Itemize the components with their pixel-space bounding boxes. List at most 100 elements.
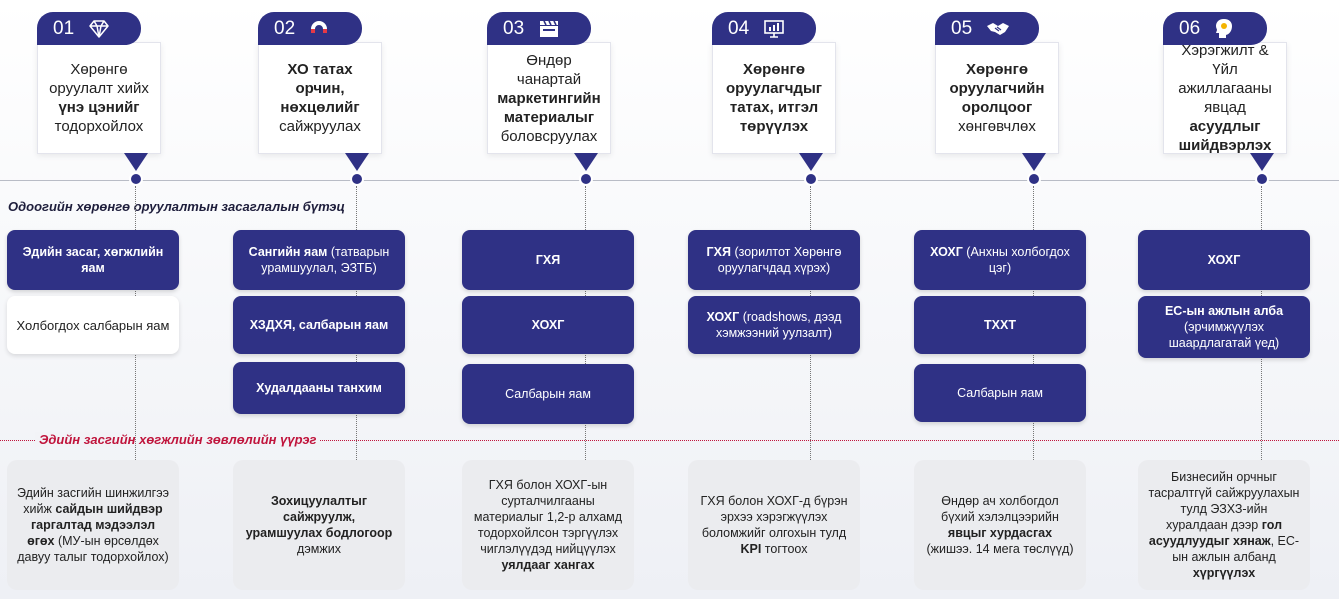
agency-label: Салбарын яам (505, 386, 591, 402)
text-run: ГХЯ (706, 245, 731, 259)
text-run: ХОХГ (531, 318, 565, 332)
council-role-box: Бизнесийн орчныг тасралтгүй сайжруулахын… (1138, 460, 1310, 590)
agency-box: Салбарын яам (462, 364, 634, 424)
text-run: (МУ-ын өрсөлдөх давуу талыг тодорхойлох) (17, 534, 169, 564)
text-run: Эдийн засаг, хөгжлийн яам (22, 245, 164, 275)
agency-box: ТХХТ (914, 296, 1086, 354)
text-run: Өндөр чанартай (516, 51, 582, 88)
text-run: KPI (740, 542, 762, 556)
agency-label: Холбогдох салбарын яам (17, 317, 170, 334)
council-role-text: ГХЯ болон ХОХГ-ын сурталчилгааны материа… (472, 477, 624, 573)
text-run: Сангийн яам (248, 245, 328, 259)
step-title: Хэрэгжилт & Үйл ажиллагааны явцад асуудл… (1170, 41, 1280, 155)
step-column-01: Хөрөнгө оруулалт хийх үнэ цэнийг тодорхо… (37, 0, 197, 599)
timeline-dot (804, 172, 818, 186)
agency-label: ГХЯ (зорилтот Хөрөнгө оруулагчдад хүрэх) (696, 244, 852, 276)
text-run: ХО татах орчин, нөхцөлийг (280, 61, 360, 116)
agency-box: ГХЯ (462, 230, 634, 290)
step-title: Өндөр чанартай маркетингийн материалыг б… (494, 51, 604, 146)
pointer-arrow (574, 153, 598, 171)
agency-label: ХОХГ (1208, 252, 1241, 268)
step-tab: 06 (1163, 12, 1267, 45)
text-run: ЕС-ын ажлын алба (1164, 304, 1284, 318)
pointer-arrow (799, 153, 823, 171)
agency-label: ТХХТ (984, 317, 1016, 333)
agency-label: Салбарын яам (957, 385, 1043, 401)
text-run: Эдийн засгийн шинжилгээ хийж (17, 486, 169, 516)
agency-label: ХОХГ (532, 317, 565, 333)
timeline-dot (579, 172, 593, 186)
step-column-06: Хэрэгжилт & Үйл ажиллагааны явцад асуудл… (1163, 0, 1323, 599)
agency-label: ХОХГ (roadshows, дээд хэмжээний уулзалт) (696, 309, 852, 341)
step-title-card: Өндөр чанартай маркетингийн материалыг б… (487, 42, 611, 154)
text-run: , ЕС-ын ажлын албанд (1172, 534, 1300, 564)
council-role-box: Өндөр ач холбогдол бүхий хэлэлцээрийн яв… (914, 460, 1086, 590)
text-run: ТХХТ (984, 318, 1016, 332)
text-run: (зорилтот Хөрөнгө оруулагчдад хүрэх) (717, 245, 842, 275)
text-run: Өндөр ач холбогдол бүхий хэлэлцээрийн (941, 494, 1059, 524)
agency-box: Сангийн яам (татварын урамшуулал, ЭЗТБ) (233, 230, 405, 290)
text-run: уялдааг хангах (501, 558, 595, 572)
timeline-dot (1255, 172, 1269, 186)
text-run: дэмжих (296, 542, 341, 556)
governance-structure-heading: Одоогийн хөрөнгө оруулалтын засаглалын б… (8, 199, 345, 214)
text-run: (Анхны холбогдох цэг) (962, 245, 1070, 275)
council-role-text: Өндөр ач холбогдол бүхий хэлэлцээрийн яв… (924, 493, 1076, 557)
agency-box: ХОХГ (Анхны холбогдох цэг) (914, 230, 1086, 290)
text-run: (жишээ. 14 мега төслүүд) (926, 542, 1074, 556)
step-title: ХО татах орчин, нөхцөлийг сайжруулах (265, 60, 375, 136)
text-run: асуудлыг шийдвэрлэх (1178, 118, 1272, 154)
pointer-arrow (124, 153, 148, 171)
text-run: ХОХГ (1207, 253, 1241, 267)
text-run: ХОХГ (930, 245, 963, 259)
step-number: 05 (951, 17, 973, 39)
step-number: 04 (728, 17, 750, 39)
text-run: хүргүүлэх (1192, 566, 1256, 580)
text-run: Худалдааны танхим (256, 381, 382, 395)
agency-label: Эдийн засаг, хөгжлийн яам (15, 244, 171, 276)
text-run: гол асуудлуудыг хянаж (1148, 518, 1283, 548)
step-title-card: Хэрэгжилт & Үйл ажиллагааны явцад асуудл… (1163, 42, 1287, 154)
timeline-dot (129, 172, 143, 186)
council-role-box: Эдийн засгийн шинжилгээ хийж сайдын шийд… (7, 460, 179, 590)
agency-box: ХОХГ (roadshows, дээд хэмжээний уулзалт) (688, 296, 860, 354)
clapperboard-icon (538, 19, 560, 39)
step-title-card: Хөрөнгө оруулагчдыг татах, итгэл төрүүлэ… (712, 42, 836, 154)
agency-box: ЕС-ын ажлын алба (эрчимжүүлэх шаардлагат… (1138, 296, 1310, 358)
step-column-03: Өндөр чанартай маркетингийн материалыг б… (487, 0, 647, 599)
text-run: (roadshows, дээд хэмжээний уулзалт) (715, 310, 842, 340)
step-title-card: Хөрөнгө оруулалт хийх үнэ цэнийг тодорхо… (37, 42, 161, 154)
timeline-dot (1027, 172, 1041, 186)
council-role-text: Зохицуулалтыг сайжруулж, урамшуулах бодл… (243, 493, 395, 557)
step-number: 02 (274, 17, 296, 39)
text-run: Салбарын яам (505, 387, 591, 401)
step-title-card: Хөрөнгө оруулагчийн оролцоог хөнгөвчлөх (935, 42, 1059, 154)
council-role-heading: Эдийн засгийн хөгжлийн зөвлөлийн үүрэг (35, 432, 321, 447)
step-title-card: ХО татах орчин, нөхцөлийг сайжруулах (258, 42, 382, 154)
council-divider (0, 440, 1339, 441)
text-run: ХОХГ (706, 310, 740, 324)
council-role-text: ГХЯ болон ХОХГ-д бүрэн эрхээ хэрэгжүүлэх… (698, 493, 850, 557)
text-run: хөнгөвчлөх (958, 118, 1036, 135)
step-tab: 05 (935, 12, 1039, 45)
council-role-text: Бизнесийн орчныг тасралтгүй сайжруулахын… (1148, 469, 1300, 581)
council-role-box: ГХЯ болон ХОХГ-д бүрэн эрхээ хэрэгжүүлэх… (688, 460, 860, 590)
presentation-icon (763, 19, 785, 39)
council-role-box: ГХЯ болон ХОХГ-ын сурталчилгааны материа… (462, 460, 634, 590)
agency-box: Холбогдох салбарын яам (7, 296, 179, 354)
text-run: Хөрөнгө оруулагчдыг татах, итгэл төрүүлэ… (725, 61, 823, 135)
pointer-arrow (345, 153, 369, 171)
agency-box: ГХЯ (зорилтот Хөрөнгө оруулагчдад хүрэх) (688, 230, 860, 290)
council-role-box: Зохицуулалтыг сайжруулж, урамшуулах бодл… (233, 460, 405, 590)
text-run: Холбогдох салбарын яам (16, 317, 170, 333)
text-run: Бизнесийн орчныг тасралтгүй сайжруулахын… (1148, 470, 1300, 532)
agency-label: ХОХГ (Анхны холбогдох цэг) (922, 244, 1078, 276)
council-role-text: Эдийн засгийн шинжилгээ хийж сайдын шийд… (17, 485, 169, 565)
head-lightbulb-icon (1214, 18, 1234, 40)
text-run: маркетингийн материалыг (497, 89, 601, 126)
agency-label: Сангийн яам (татварын урамшуулал, ЭЗТБ) (241, 244, 397, 276)
pointer-arrow (1250, 153, 1274, 171)
handshake-icon (986, 20, 1010, 38)
timeline-dot (350, 172, 364, 186)
